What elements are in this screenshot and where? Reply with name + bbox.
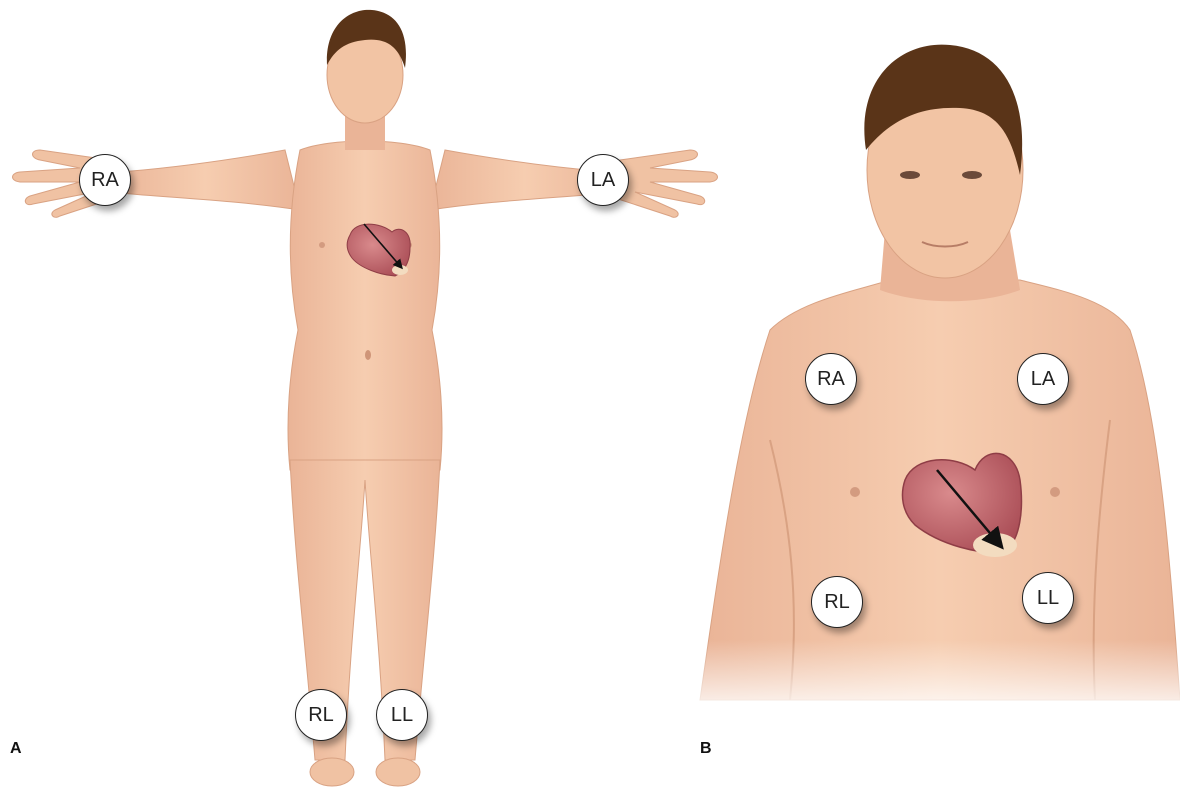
panel-b-label: B [700, 740, 712, 758]
torso-a [288, 141, 442, 470]
electrode-la-b: LA [1017, 353, 1069, 405]
left-foot-a [376, 758, 420, 786]
panel-a-figure [13, 10, 718, 786]
right-foot-a [310, 758, 354, 786]
electrode-ra-b: RA [805, 353, 857, 405]
left-hand-a [615, 150, 718, 217]
panel-b-figure [695, 45, 1180, 720]
electrode-ll-b: LL [1022, 572, 1074, 624]
electrode-la-a: LA [577, 154, 629, 206]
panel-a-label: A [10, 740, 22, 758]
electrode-ll-a: LL [376, 689, 428, 741]
left-side-arm [110, 150, 300, 210]
electrode-rl-a: RL [295, 689, 347, 741]
electrode-ra-a: RA [79, 154, 131, 206]
electrode-rl-b: RL [811, 576, 863, 628]
